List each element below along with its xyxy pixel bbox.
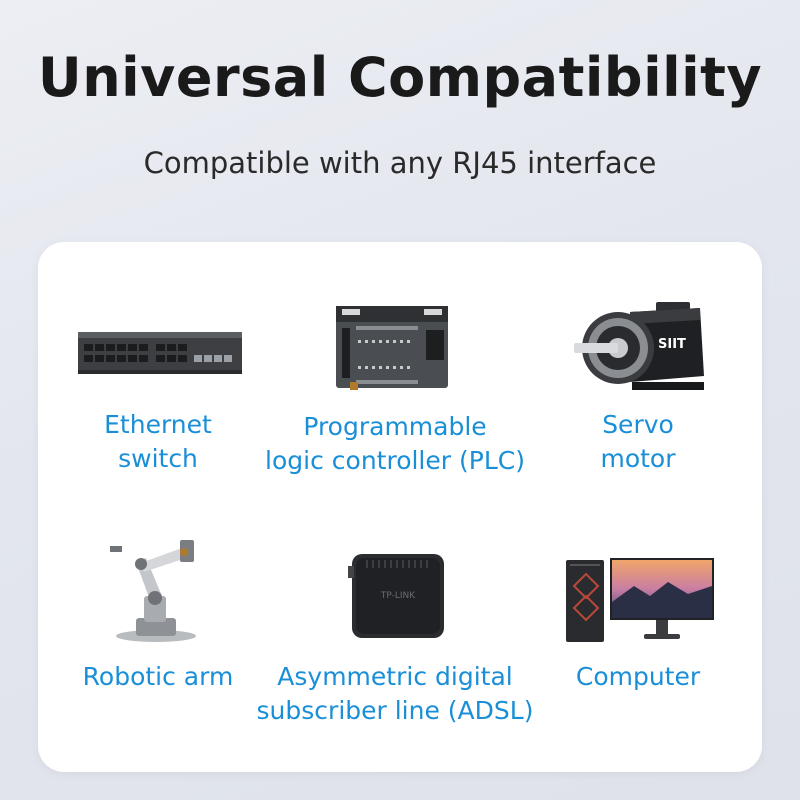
device-label-line1: Programmable bbox=[303, 412, 487, 441]
ethernet-switch-icon bbox=[78, 332, 242, 374]
device-label-line1: Asymmetric digital bbox=[277, 662, 513, 691]
device-label-line2: logic controller (PLC) bbox=[265, 446, 525, 475]
device-label-line1: Servo bbox=[602, 410, 674, 439]
robotic-arm-icon bbox=[110, 540, 196, 642]
adsl-modem-icon: TP-LINK bbox=[348, 554, 444, 638]
computer-icon bbox=[566, 558, 714, 642]
devices-card: Ethernet switch Programmabl bbox=[38, 242, 762, 772]
device-label-line2: subscriber line (ADSL) bbox=[256, 696, 534, 725]
device-label-line1: Computer bbox=[575, 662, 701, 691]
servo-motor-icon: SIIT bbox=[574, 302, 704, 390]
device-label-line2: switch bbox=[118, 444, 198, 473]
plc-icon bbox=[336, 306, 448, 390]
device-label-line1: Ethernet bbox=[104, 410, 212, 439]
device-label-line1: Robotic arm bbox=[82, 662, 234, 691]
device-label-line2: motor bbox=[600, 444, 676, 473]
adsl-brand-text: TP-LINK bbox=[380, 591, 416, 601]
servo-brand-text: SIIT bbox=[658, 337, 686, 352]
page-title: Universal Compatibility bbox=[37, 46, 763, 109]
page-subtitle: Compatible with any RJ45 interface bbox=[143, 146, 657, 180]
